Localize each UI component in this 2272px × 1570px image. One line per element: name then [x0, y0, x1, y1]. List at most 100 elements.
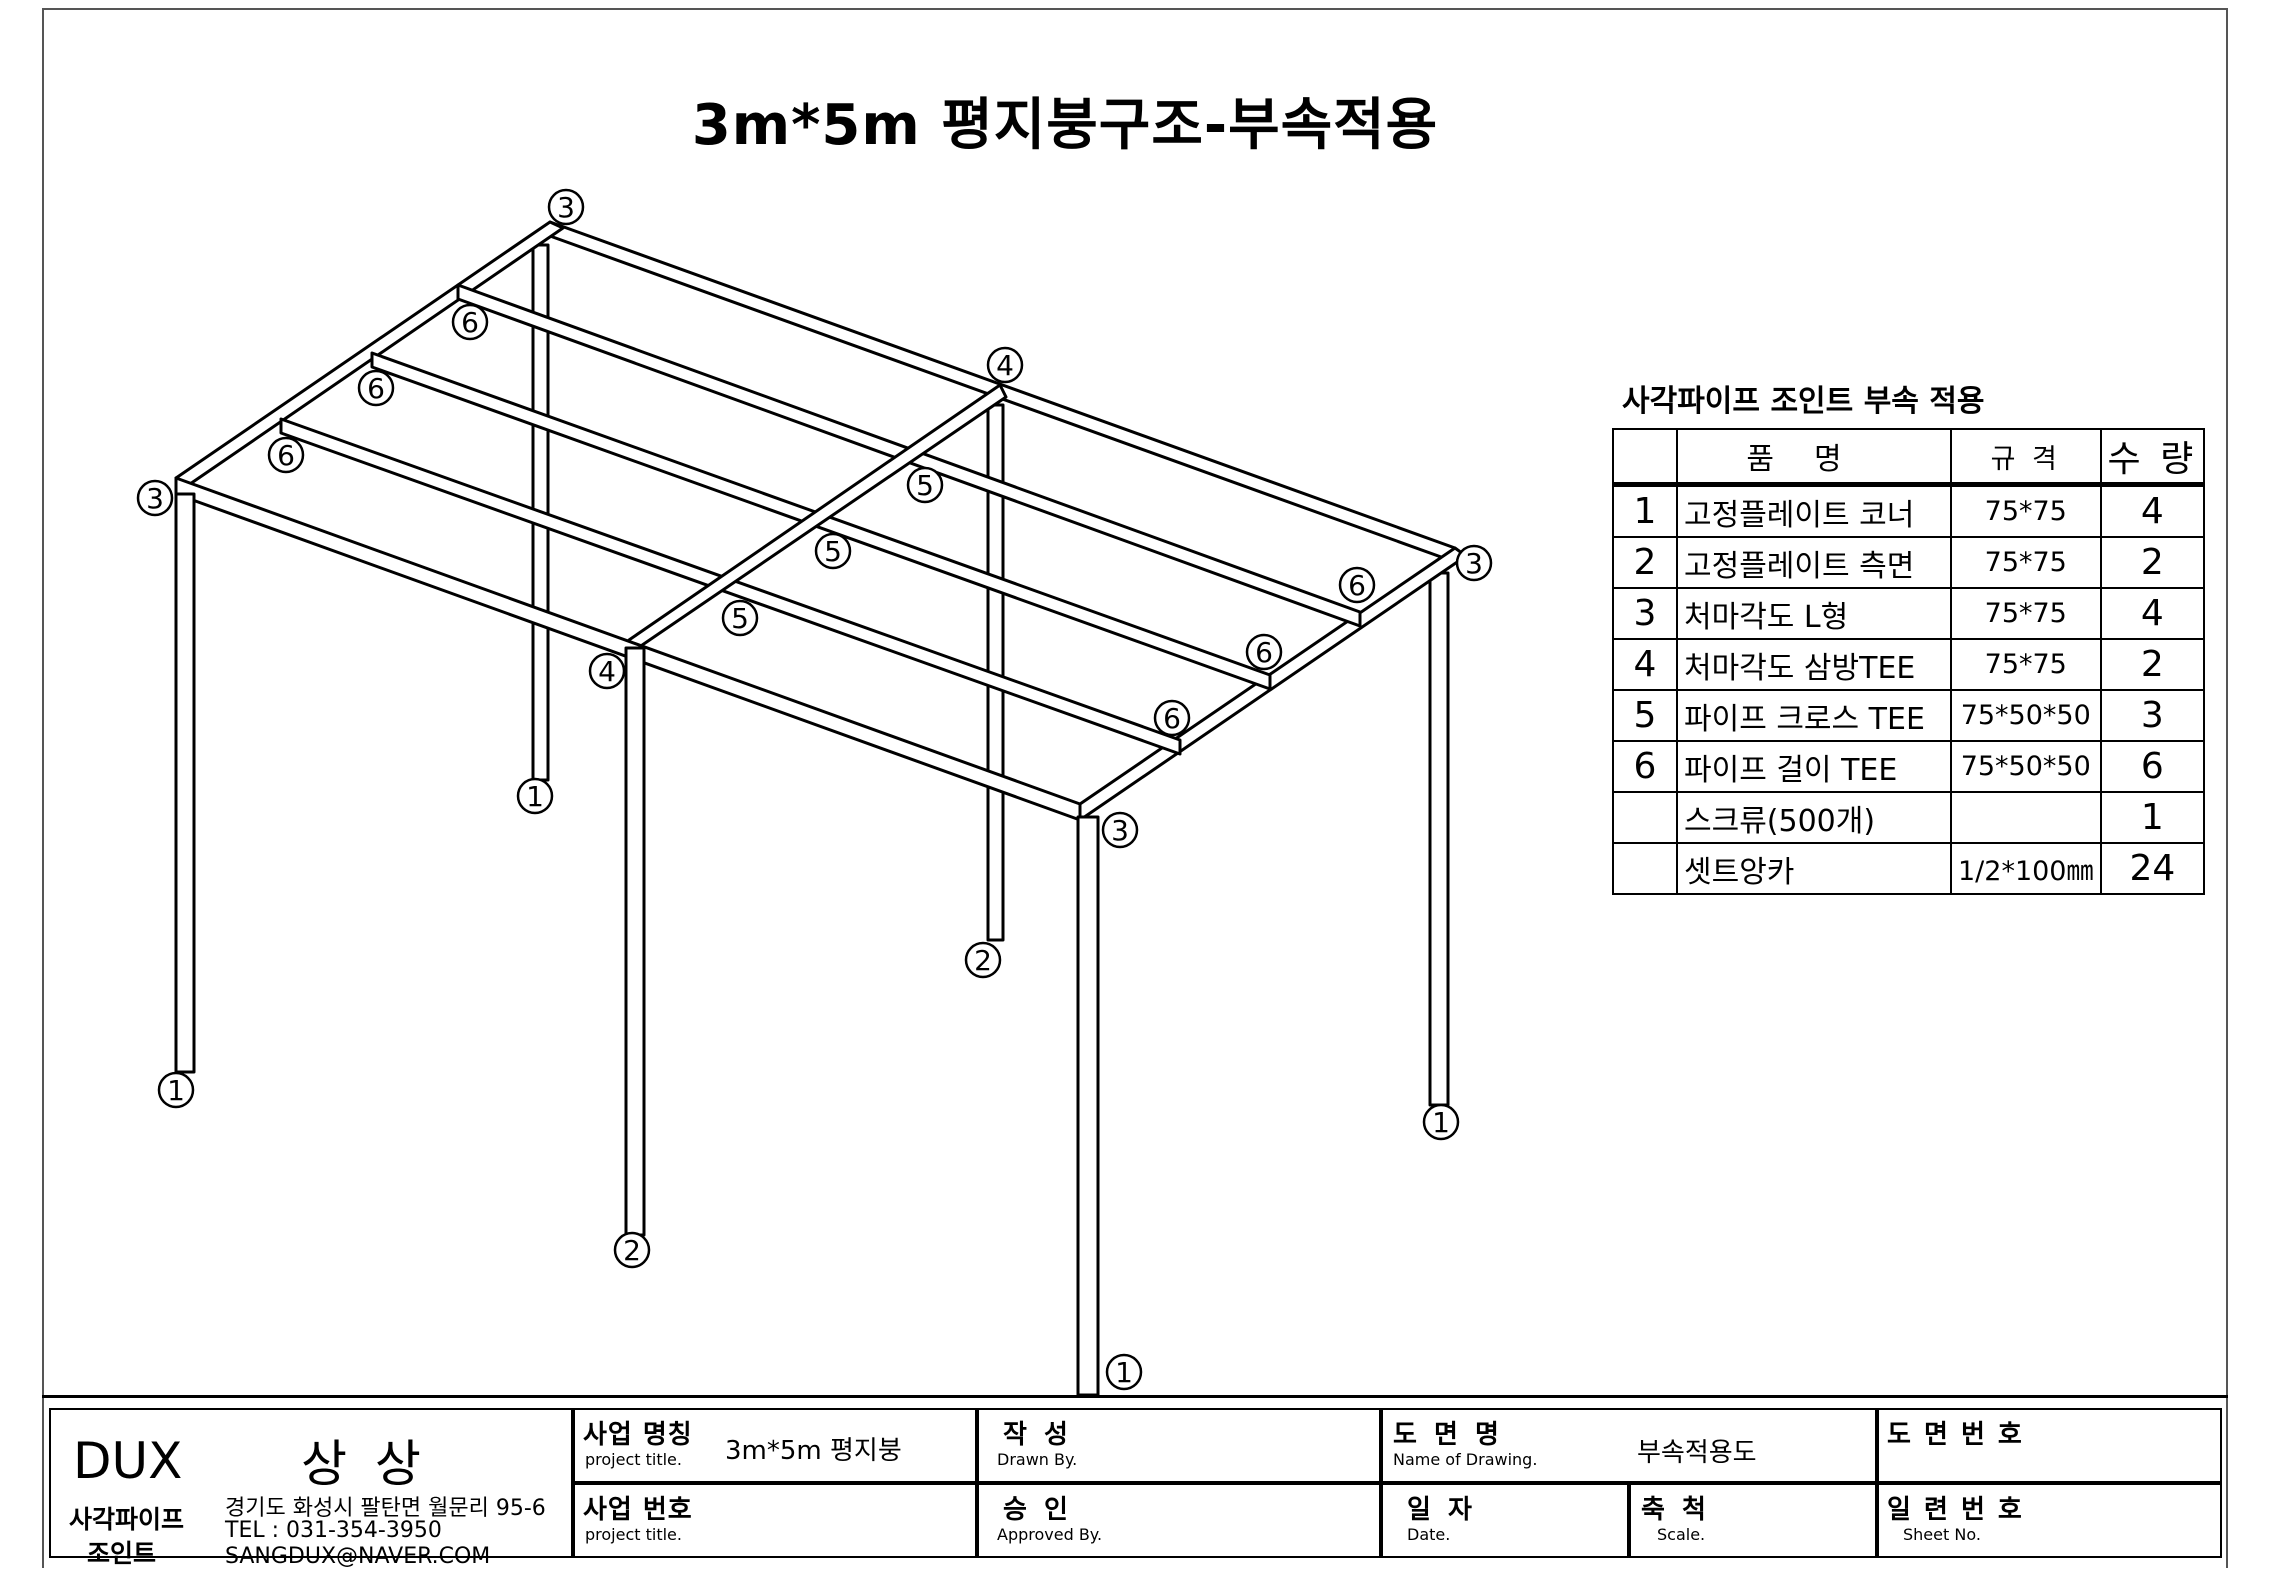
callout-1-back-right: 1	[1422, 1103, 1460, 1141]
project-no-cell: 사업 번호 project title.	[573, 1483, 977, 1558]
project-name-cell: 사업 명칭 project title. 3m*5m 평지붕	[573, 1408, 977, 1483]
bom-cell-no	[1612, 791, 1678, 844]
address: 경기도 화성시 팔탄면 월문리 95-6	[225, 1496, 546, 1521]
svg-text:6: 6	[367, 372, 385, 405]
bom-header-qty: 수 량	[2099, 428, 2206, 487]
svg-text:3: 3	[1111, 814, 1129, 847]
callout-3-back: 3	[547, 188, 585, 226]
drawing-no-label: 도 면 번 호	[1887, 1420, 2024, 1450]
bom-cell-no: 3	[1612, 587, 1678, 640]
post-back-right	[1428, 571, 1450, 1107]
project-name-sub: project title.	[585, 1450, 682, 1469]
scale-sub: Scale.	[1657, 1525, 1706, 1544]
drawing-name-value: 부속적용도	[1637, 1438, 1757, 1468]
bom-title: 사각파이프 조인트 부속 적용	[1622, 384, 1985, 419]
bom-cell-spec	[1950, 791, 2102, 844]
bom-cell-no: 5	[1612, 689, 1678, 742]
drawing-title: 3m*5m 평지붕구조-부속적용	[691, 93, 1439, 158]
scale-label: 축 척	[1641, 1495, 1710, 1525]
bom-header-row: 품명 규 격 수 량	[1612, 428, 2206, 487]
bom-cell-spec: 75*75	[1950, 483, 2102, 538]
bom-cell-qty: 1	[2099, 791, 2206, 844]
callout-2-back-middle: 2	[964, 941, 1002, 979]
svg-text:4: 4	[996, 349, 1014, 382]
sheet-no-label: 일 련 번 호	[1887, 1495, 2024, 1525]
bom-cell-no: 4	[1612, 638, 1678, 691]
bom-cell-no: 1	[1612, 483, 1678, 538]
date-cell: 일 자 Date.	[1381, 1483, 1629, 1558]
drawn-by-sub: Drawn By.	[997, 1450, 1078, 1469]
beam-left	[174, 220, 565, 486]
post-front-middle	[624, 646, 646, 1237]
svg-text:5: 5	[824, 535, 842, 568]
bom-cell-name: 스크류(500개)	[1676, 791, 1952, 844]
bom-header-no	[1612, 428, 1678, 487]
sheet-no-cell: 일 련 번 호 Sheet No.	[1877, 1483, 2222, 1558]
bom-row: 1 고정플레이트 코너 75*75 4	[1612, 483, 2206, 538]
svg-text:2: 2	[623, 1234, 641, 1267]
scale-cell: 축 척 Scale.	[1629, 1483, 1877, 1558]
date-label: 일 자	[1407, 1495, 1476, 1525]
callout-1-front-left: 1	[157, 1071, 195, 1109]
bom-cell-qty: 4	[2099, 587, 2206, 640]
bom-cell-qty: 3	[2099, 689, 2206, 742]
svg-text:6: 6	[461, 306, 479, 339]
bom-cell-qty: 6	[2099, 740, 2206, 793]
bom-cell-name: 처마각도 L형	[1676, 587, 1952, 640]
bom-cell-spec: 75*50*50	[1950, 740, 2102, 793]
drawing-no-cell: 도 면 번 호	[1877, 1408, 2222, 1483]
svg-text:5: 5	[731, 602, 749, 635]
bom-cell-name: 고정플레이트 측면	[1676, 536, 1952, 589]
approved-by-cell: 승 인 Approved By.	[977, 1483, 1381, 1558]
bom-header-name: 품명	[1676, 428, 1952, 487]
bom-cell-spec: 75*75	[1950, 587, 2102, 640]
callout-6-right-2: 6	[1245, 633, 1283, 671]
svg-text:1: 1	[526, 780, 544, 813]
bom-cell-name: 고정플레이트 코너	[1676, 483, 1952, 538]
bom-cell-qty: 2	[2099, 536, 2206, 589]
sheet-no-sub: Sheet No.	[1903, 1525, 1981, 1544]
bom-cell-no: 6	[1612, 740, 1678, 793]
bom-cell-no: 2	[1612, 536, 1678, 589]
bom-cell-spec: 1/2*100㎜	[1950, 842, 2102, 895]
svg-text:1: 1	[1115, 1356, 1133, 1389]
svg-text:3: 3	[1465, 547, 1483, 580]
bom-row: 3 처마각도 L형 75*75 4	[1612, 587, 2206, 640]
company-name: 상 상	[301, 1435, 427, 1493]
drawing-name-sub: Name of Drawing.	[1393, 1450, 1538, 1469]
callout-4-back: 4	[986, 346, 1024, 384]
bom-cell-name: 파이프 걸이 TEE	[1676, 740, 1952, 793]
svg-text:4: 4	[598, 655, 616, 688]
date-sub: Date.	[1407, 1525, 1451, 1544]
post-front-right	[1076, 815, 1100, 1397]
callout-5-c: 5	[721, 599, 759, 637]
svg-text:2: 2	[974, 944, 992, 977]
callout-3-front: 3	[1101, 811, 1139, 849]
svg-text:3: 3	[146, 482, 164, 515]
bom-table: 품명 규 격 수 량 1 고정플레이트 코너 75*75 4 2 고정플레이트 …	[1612, 428, 2206, 895]
svg-text:3: 3	[557, 191, 575, 224]
tel: TEL : 031-354-3950	[225, 1518, 442, 1543]
drawing-name-cell: 도 면 명 Name of Drawing. 부속적용도	[1381, 1408, 1877, 1483]
post-front-left	[174, 492, 196, 1074]
title-block: DUX 상 상 사각파이프 조인트 경기도 화성시 팔탄면 월문리 95-6 T…	[42, 1395, 2228, 1568]
svg-text:6: 6	[1163, 702, 1181, 735]
callout-5-a: 5	[906, 466, 944, 504]
svg-text:6: 6	[277, 439, 295, 472]
bom-cell-qty: 24	[2099, 842, 2206, 895]
drawing-name-label: 도 면 명	[1393, 1420, 1503, 1450]
svg-text:6: 6	[1255, 636, 1273, 669]
bom-row: 5 파이프 크로스 TEE 75*50*50 3	[1612, 689, 2206, 742]
bom-cell-name: 셋트앙카	[1676, 842, 1952, 895]
sheet-border	[42, 8, 2228, 1568]
bom-cell-qty: 4	[2099, 483, 2206, 538]
approved-by-label: 승 인	[1003, 1495, 1072, 1525]
email: SANGDUX@NAVER.COM	[225, 1544, 491, 1569]
approved-by-sub: Approved By.	[997, 1525, 1103, 1544]
bom-cell-spec: 75*50*50	[1950, 689, 2102, 742]
callout-5-b: 5	[814, 532, 852, 570]
company-cell: DUX 상 상 사각파이프 조인트 경기도 화성시 팔탄면 월문리 95-6 T…	[49, 1408, 573, 1568]
svg-text:5: 5	[916, 469, 934, 502]
